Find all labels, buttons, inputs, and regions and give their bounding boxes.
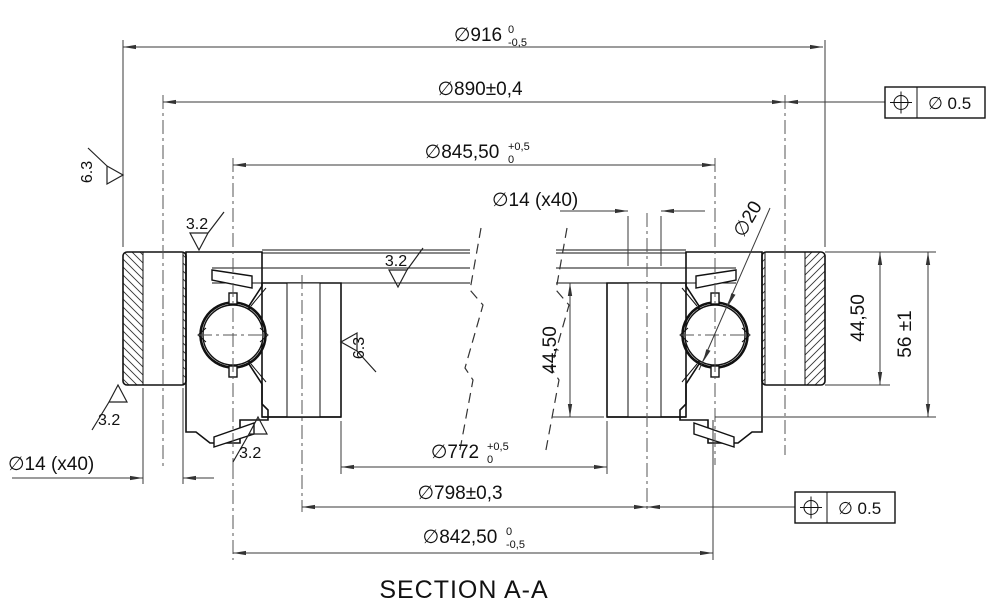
surface-finish-botleft-32-label: 3.2 <box>98 412 120 429</box>
dim-overall-height-label: 56 ±1 <box>895 310 916 357</box>
surface-finish-left-63: 6.3 <box>79 147 125 186</box>
dim-outer-height-label: 44,50 <box>848 294 869 342</box>
dim-bore-label: ∅772 <box>431 442 479 463</box>
dim-outer-bolt-circle: ∅890±0,4 <box>163 79 885 105</box>
dim-od-label: ∅916 <box>454 25 502 46</box>
dim-bolt-hole-top: ∅14 (x40) <box>492 190 705 214</box>
surface-finish-topmid-32: 3.2 <box>385 247 424 289</box>
centerlines <box>162 95 786 512</box>
dim-ball-label: ∅20 <box>730 198 767 241</box>
gdt-top-tolerance: ∅ 0.5 <box>928 94 971 113</box>
dim-hole-top-label: ∅14 (x40) <box>492 190 578 211</box>
dim-bolt-hole-bottom: ∅14 (x40) <box>8 454 214 481</box>
surface-finish-mid-63-label: 6.3 <box>351 337 368 359</box>
dim-inner-od: ∅842,50 0 -0,5 <box>233 526 713 556</box>
position-tolerance-icon <box>890 91 912 114</box>
section-title: SECTION A-A <box>379 576 548 604</box>
dim-overall-height: 56 ±1 <box>895 252 931 417</box>
break-line-left <box>458 227 484 456</box>
dim-od-tol-bot: -0,5 <box>508 37 527 49</box>
gdt-bottom-tolerance: ∅ 0.5 <box>838 499 881 518</box>
dim-outer-bcd-label: ∅890±0,4 <box>437 79 523 100</box>
dim-inner-od-label: ∅842,50 <box>423 527 498 548</box>
surface-finish-botmid-32: 3.2 <box>232 415 268 463</box>
right-top-seal <box>695 269 737 289</box>
surface-finish-botleft-32: 3.2 <box>91 383 128 431</box>
surface-finish-topmid-32-label: 3.2 <box>385 253 407 270</box>
dim-inner-ring-height: 44,50 <box>540 283 573 417</box>
dim-raceway-tol-top: +0,5 <box>508 141 530 153</box>
surface-finish-symbols: 6.3 3.2 3.2 6.3 3.2 3.2 <box>79 147 424 463</box>
extension-lines <box>122 40 936 560</box>
position-tolerance-icon <box>800 496 822 519</box>
gdt-frame-bottom: ∅ 0.5 <box>794 491 896 524</box>
surface-finish-botmid-32-label: 3.2 <box>239 445 261 462</box>
dim-inner-bcd-label: ∅798±0,3 <box>417 483 502 504</box>
dim-bore-tol-bot: 0 <box>487 454 493 466</box>
surface-finish-left-63-label: 6.3 <box>79 161 96 183</box>
dim-raceway-label: ∅845,50 <box>425 142 500 163</box>
left-bottom-seal <box>213 422 255 448</box>
gdt-frame-top: ∅ 0.5 <box>884 86 986 119</box>
surface-finish-topleft-32: 3.2 <box>186 211 225 252</box>
right-bottom-seal <box>693 422 735 448</box>
dim-raceway: ∅845,50 +0,5 0 <box>233 141 715 168</box>
dim-bore-tol-top: +0,5 <box>487 441 509 453</box>
dim-raceway-tol-bot: 0 <box>508 154 514 166</box>
dim-od-tol-top: 0 <box>508 24 514 36</box>
dim-outer-ring-height: 44,50 <box>848 252 883 385</box>
dim-inner-od-tol-top: 0 <box>506 526 512 538</box>
dim-inner-bolt-circle: ∅798±0,3 <box>302 483 795 510</box>
left-inner-bolt-hole <box>287 283 320 417</box>
right-inner-bolt-hole <box>628 283 661 417</box>
top-strips <box>212 249 736 284</box>
dim-inner-height-label: 44,50 <box>540 326 561 374</box>
left-top-seal <box>211 269 253 289</box>
dim-od: ∅916 0 -0,5 <box>123 24 823 50</box>
dim-inner-od-tol-bot: -0,5 <box>506 539 525 551</box>
surface-finish-mid-63: 6.3 <box>339 331 377 373</box>
surface-finish-topleft-32-label: 3.2 <box>186 216 208 233</box>
dim-hole-bottom-label: ∅14 (x40) <box>8 454 94 475</box>
dim-bore: ∅772 +0,5 0 <box>341 441 607 470</box>
break-line-right <box>544 227 570 456</box>
bearing-section-geometry <box>122 227 826 456</box>
